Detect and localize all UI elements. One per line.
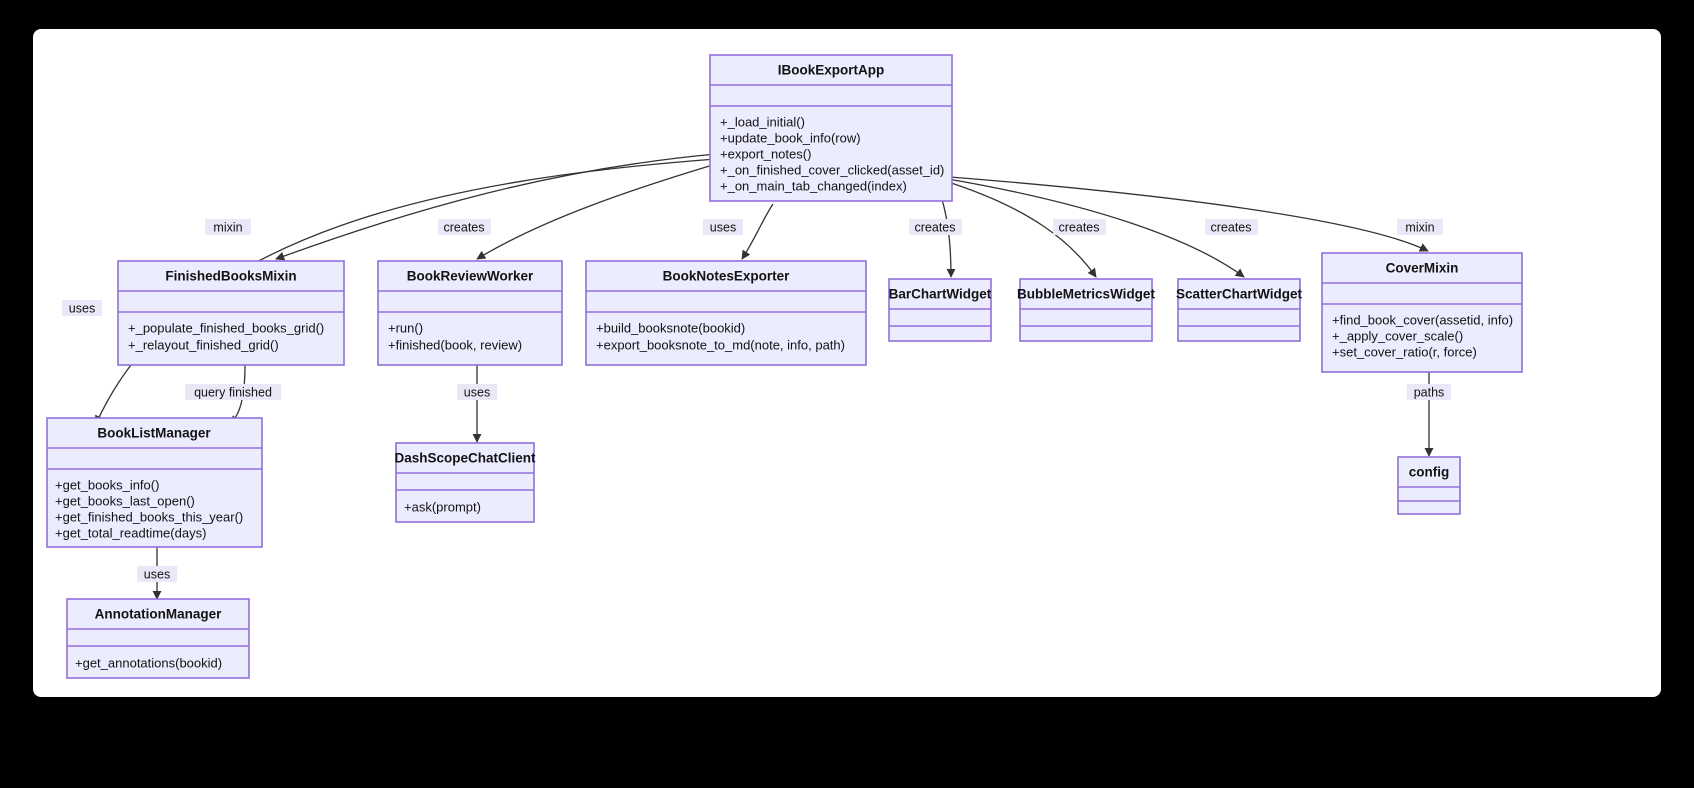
class-node-bookreviewworker[interactable]: BookReviewWorker +run() +finished(book, … bbox=[377, 260, 563, 366]
class-title-ibookexportapp: IBookExportApp bbox=[778, 63, 885, 78]
class-method: +ask(prompt) bbox=[404, 499, 481, 514]
edge-label-bg bbox=[1397, 219, 1443, 235]
class-box[interactable] bbox=[1321, 252, 1523, 373]
class-node-finishedbooksmixin[interactable]: FinishedBooksMixin +_populate_finished_b… bbox=[117, 260, 345, 366]
uml-class-diagram-svg: mixin uses creates uses creates creates … bbox=[46, 54, 1523, 679]
class-title-barchartwidget: BarChartWidget bbox=[889, 287, 992, 302]
edge-label-bg bbox=[1407, 384, 1451, 400]
class-method: +_load_initial() bbox=[720, 114, 805, 129]
edge-label-uses-4: uses bbox=[144, 567, 170, 581]
class-box[interactable] bbox=[1177, 278, 1301, 342]
class-title-bookreviewworker: BookReviewWorker bbox=[407, 269, 534, 284]
class-node-scatterchartwidget[interactable]: ScatterChartWidget bbox=[1176, 278, 1302, 342]
class-box[interactable] bbox=[1397, 456, 1461, 515]
edge-label-creates-1: creates bbox=[444, 220, 485, 234]
class-method: +_on_main_tab_changed(index) bbox=[720, 178, 907, 193]
class-method: +_relayout_finished_grid() bbox=[128, 337, 279, 352]
class-box[interactable] bbox=[46, 417, 263, 548]
class-title-booknotesexporter: BookNotesExporter bbox=[663, 269, 791, 284]
class-method: +build_booksnote(bookid) bbox=[596, 320, 745, 335]
class-title-annotationmanager: AnnotationManager bbox=[95, 607, 222, 622]
edge-label-uses-3: uses bbox=[464, 385, 490, 399]
edge-label-uses-1: uses bbox=[69, 301, 95, 315]
class-method: +_populate_finished_books_grid() bbox=[128, 320, 324, 335]
class-box[interactable] bbox=[709, 54, 953, 202]
edge-label-bg bbox=[205, 219, 251, 235]
class-method: +finished(book, review) bbox=[388, 337, 522, 352]
class-box[interactable] bbox=[66, 598, 250, 679]
edge-label-bg bbox=[703, 219, 743, 235]
class-box[interactable] bbox=[117, 260, 345, 366]
class-title-covermixin: CoverMixin bbox=[1386, 261, 1459, 276]
class-method: +update_book_info(row) bbox=[720, 130, 861, 145]
class-method: +get_books_info() bbox=[55, 477, 159, 492]
class-title-bubblemetricswidget: BubbleMetricsWidget bbox=[1017, 287, 1155, 302]
class-title-finishedbooksmixin: FinishedBooksMixin bbox=[165, 269, 296, 284]
class-method: +export_booksnote_to_md(note, info, path… bbox=[596, 337, 845, 352]
edge-creates-bubblemetricswidget bbox=[944, 180, 1097, 278]
edge-label-bg bbox=[1053, 219, 1106, 235]
class-method: +run() bbox=[388, 320, 423, 335]
class-title-scatterchartwidget: ScatterChartWidget bbox=[1176, 287, 1302, 302]
class-method: +find_book_cover(assetid, info) bbox=[1332, 312, 1513, 327]
class-node-dashscopechatclient[interactable]: DashScopeChatClient +ask(prompt) bbox=[394, 442, 536, 523]
edge-mixin-covermixin bbox=[949, 176, 1429, 252]
class-method: +get_total_readtime(days) bbox=[55, 525, 206, 540]
edge-label-bg bbox=[137, 566, 177, 582]
class-node-covermixin[interactable]: CoverMixin +find_book_cover(assetid, inf… bbox=[1321, 252, 1523, 373]
edge-label-mixin-2: mixin bbox=[1405, 220, 1434, 234]
edge-label-mixin-1: mixin bbox=[213, 220, 242, 234]
edge-label-query-finished: query finished bbox=[194, 385, 272, 399]
edge-mixin-finishedbooksmixin bbox=[275, 153, 717, 261]
edge-label-bg bbox=[438, 219, 491, 235]
class-title-booklistmanager: BookListManager bbox=[97, 426, 211, 441]
class-method: +get_annotations(bookid) bbox=[75, 655, 222, 670]
class-node-config[interactable]: config bbox=[1397, 456, 1461, 515]
class-node-booklistmanager[interactable]: BookListManager +get_books_info() +get_b… bbox=[46, 417, 263, 548]
class-node-ibookexportapp[interactable]: IBookExportApp +_load_initial() +update_… bbox=[709, 54, 953, 202]
class-method: +export_notes() bbox=[720, 146, 811, 161]
edge-label-bg bbox=[457, 384, 497, 400]
edge-label-paths: paths bbox=[1414, 385, 1445, 399]
class-box[interactable] bbox=[585, 260, 867, 366]
class-box[interactable] bbox=[395, 442, 535, 523]
edge-label-bg bbox=[185, 384, 281, 400]
class-title-dashscopechatclient: DashScopeChatClient bbox=[394, 451, 536, 466]
edge-label-creates-4: creates bbox=[1211, 220, 1252, 234]
class-title-config: config bbox=[1409, 465, 1450, 480]
class-node-booknotesexporter[interactable]: BookNotesExporter +build_booksnote(booki… bbox=[585, 260, 867, 366]
edge-label-bg bbox=[62, 300, 102, 316]
class-node-bubblemetricswidget[interactable]: BubbleMetricsWidget bbox=[1017, 278, 1155, 342]
edge-label-creates-3: creates bbox=[1059, 220, 1100, 234]
class-method: +_on_finished_cover_clicked(asset_id) bbox=[720, 162, 944, 177]
class-box[interactable] bbox=[1019, 278, 1153, 342]
class-method: +set_cover_ratio(r, force) bbox=[1332, 344, 1477, 359]
edge-label-bg bbox=[1205, 219, 1258, 235]
edge-label-bg bbox=[909, 219, 962, 235]
class-method: +get_books_last_open() bbox=[55, 493, 195, 508]
edge-creates-scatterchartwidget bbox=[947, 178, 1245, 278]
class-method: +get_finished_books_this_year() bbox=[55, 509, 243, 524]
edge-labels-layer: mixin uses creates uses creates creates … bbox=[62, 219, 1451, 582]
edge-creates-bookreviewworker bbox=[476, 163, 717, 260]
class-method: +_apply_cover_scale() bbox=[1332, 328, 1463, 343]
class-node-annotationmanager[interactable]: AnnotationManager +get_annotations(booki… bbox=[66, 598, 250, 679]
class-box[interactable] bbox=[888, 278, 992, 342]
diagram-canvas: mixin uses creates uses creates creates … bbox=[33, 29, 1661, 697]
edge-uses-booknotesexporter bbox=[741, 203, 774, 260]
class-box[interactable] bbox=[377, 260, 563, 366]
edge-label-creates-2: creates bbox=[915, 220, 956, 234]
class-node-barchartwidget[interactable]: BarChartWidget bbox=[888, 278, 992, 342]
edge-label-uses-2: uses bbox=[710, 220, 736, 234]
